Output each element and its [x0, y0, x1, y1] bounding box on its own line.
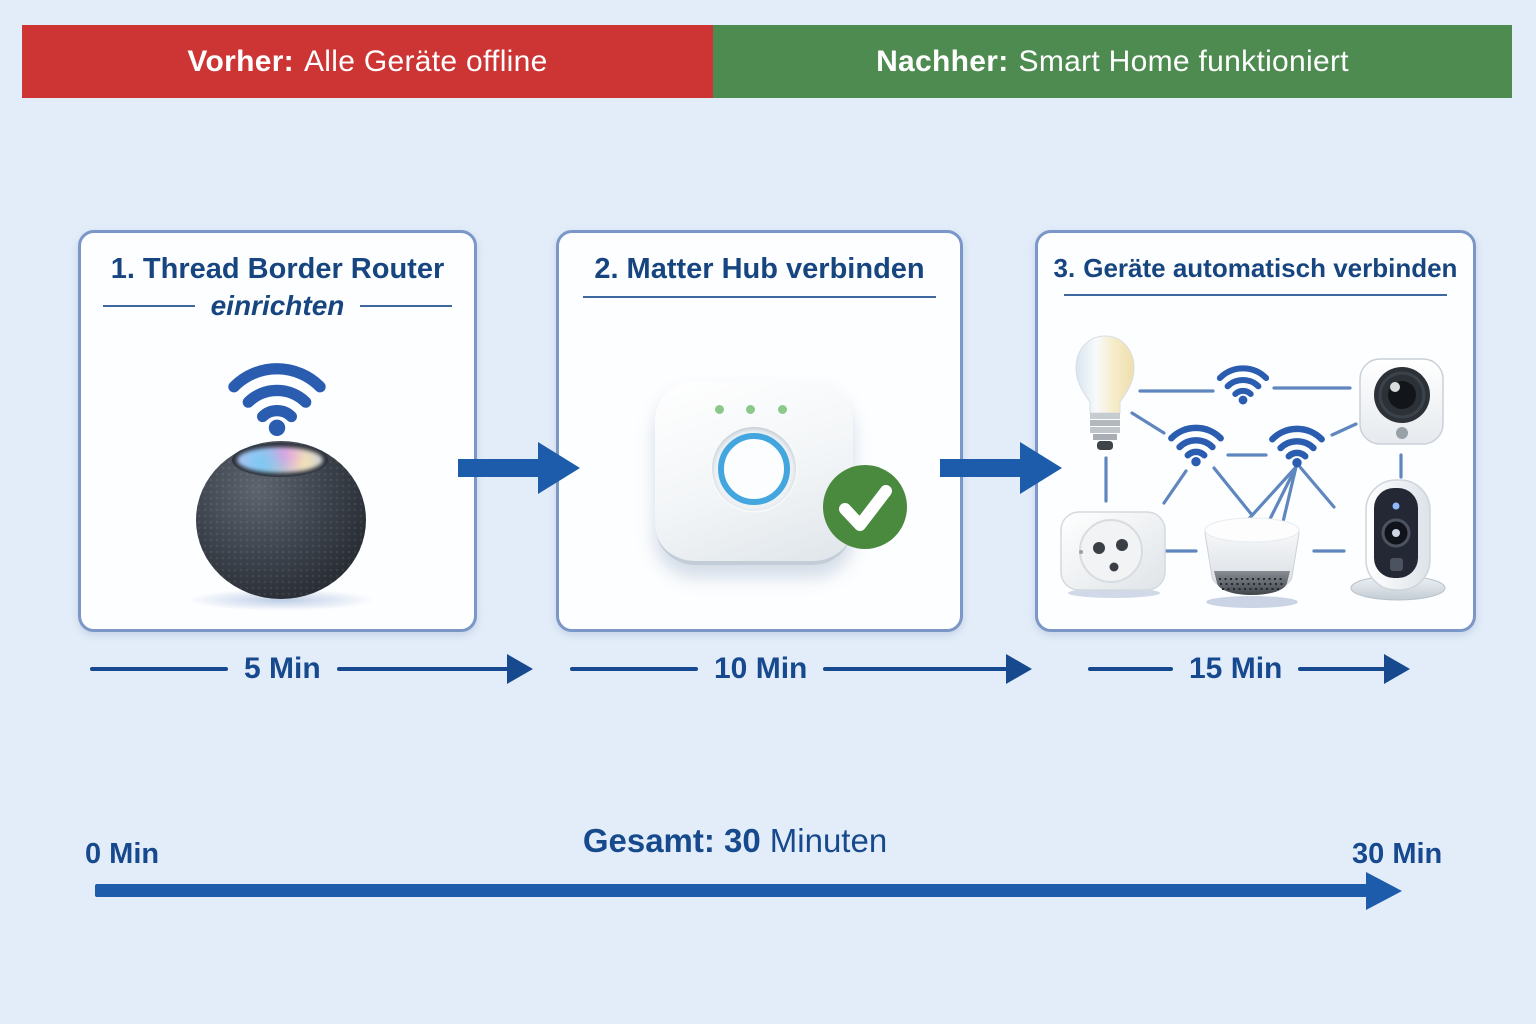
step-3-number: 3. [1053, 253, 1076, 283]
title-underline [1064, 294, 1447, 296]
security-camera-icon [1359, 358, 1444, 445]
checkmark-icon [823, 465, 907, 549]
step-3-title: 3.Geräte automatisch verbinden [1048, 253, 1463, 284]
wifi-icon [1215, 361, 1271, 405]
timeline-segment-3: 15 Min [1088, 652, 1411, 686]
smart-speaker-icon [1204, 517, 1300, 608]
banner-after-label: Nachher: [876, 44, 1009, 78]
step-card-1: 1.Thread Border Router einrichten [78, 230, 477, 632]
matter-hub-bridge-image [655, 381, 853, 565]
smart-bulb-icon [1075, 335, 1135, 450]
step-1-number: 1. [110, 253, 135, 285]
banner-after: Nachher: Smart Home funktioniert [713, 25, 1512, 98]
banner-before-label: Vorher: [187, 44, 294, 78]
arrowhead-icon [1384, 654, 1411, 684]
wifi-icon [1267, 421, 1327, 468]
step-1-subtitle: einrichten [210, 290, 345, 321]
indoor-camera-icon [1350, 479, 1446, 601]
step-card-3: 3.Geräte automatisch verbinden [1035, 230, 1476, 632]
title-underline [583, 296, 936, 298]
wifi-icon [225, 355, 329, 437]
hub-led [715, 405, 724, 414]
total-duration-value: Gesamt: 30 [582, 822, 761, 859]
timeline-line [336, 667, 509, 671]
step-3-title-text: Geräte automatisch verbinden [1083, 253, 1458, 283]
duration-step-1: 5 Min [244, 652, 321, 685]
banner-before-text: Alle Geräte offline [303, 44, 548, 78]
step-2-title-text: Matter Hub verbinden [626, 253, 925, 285]
homepod-shadow [186, 589, 376, 611]
hub-button [712, 427, 796, 511]
banner-after-text: Smart Home funktioniert [1018, 44, 1349, 78]
arrowhead-icon [1366, 872, 1402, 910]
timeline-line [1088, 667, 1173, 671]
hub-led [778, 405, 787, 414]
step-1-subtitle-row: einrichten [81, 290, 474, 322]
step-2-number: 2. [594, 253, 619, 285]
step-2-title: 2.Matter Hub verbinden [569, 253, 950, 286]
hub-led [746, 405, 755, 414]
duration-step-2: 10 Min [714, 652, 808, 685]
duration-step-3: 15 Min [1189, 652, 1283, 685]
total-duration-unit: Minuten [769, 822, 888, 859]
wifi-icon [1166, 420, 1226, 467]
arrowhead-icon [1006, 654, 1033, 684]
step-1-title: 1.Thread Border Router [91, 253, 464, 286]
banner-before: Vorher: Alle Geräte offline [22, 25, 713, 98]
smart-plug-icon [1060, 511, 1166, 598]
timeline-start-label: 0 Min [85, 838, 160, 870]
decorative-line [360, 305, 453, 307]
timeline-end-label: 30 Min [1352, 838, 1443, 870]
arrow-step2-to-step3 [940, 442, 1062, 494]
decorative-line [102, 305, 195, 307]
step-1-title-text: Thread Border Router [142, 253, 445, 285]
timeline-line [570, 667, 698, 671]
timeline-segment-1: 5 Min [90, 652, 533, 686]
timeline-line [1298, 667, 1387, 671]
homepod-top-display [232, 443, 328, 477]
arrowhead-icon [506, 654, 533, 684]
timeline-segment-2: 10 Min [570, 652, 1033, 686]
step-card-2: 2.Matter Hub verbinden [556, 230, 963, 632]
hub-button-ring [718, 433, 790, 505]
timeline-line [90, 667, 228, 671]
arrow-step1-to-step2 [458, 442, 580, 494]
timeline-arrow-shaft [95, 884, 1367, 897]
timeline-line [823, 667, 1009, 671]
